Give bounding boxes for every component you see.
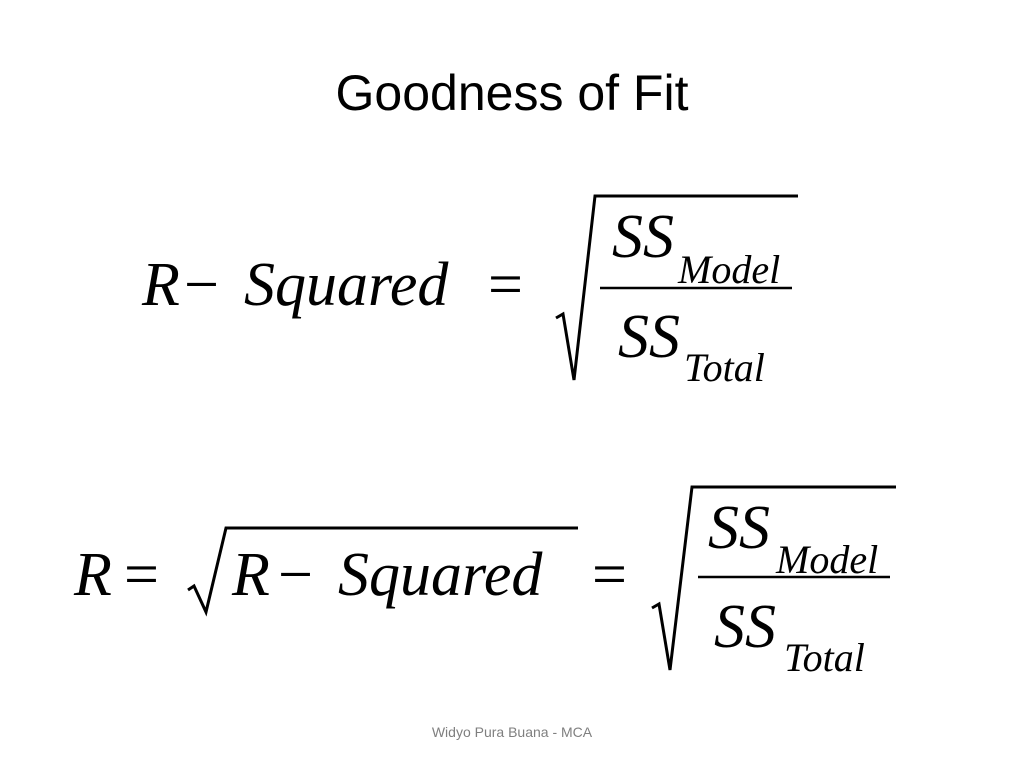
eq2-numerator-ss: SS bbox=[708, 494, 770, 562]
eq1-numerator-subscript: Model bbox=[678, 247, 781, 292]
eq1-squared: Squared bbox=[244, 251, 449, 319]
slide-title: Goodness of Fit bbox=[335, 65, 689, 121]
eq1-minus: − bbox=[184, 251, 219, 319]
eq1-equals: = bbox=[488, 251, 523, 319]
eq1-numerator-ss: SS bbox=[612, 203, 674, 271]
eq2-numerator-subscript: Model bbox=[776, 537, 879, 582]
eq1-denominator-ss: SS bbox=[618, 303, 680, 371]
eq1-lhs-r: R bbox=[142, 251, 180, 319]
eq2-inner-r: R bbox=[232, 541, 270, 609]
eq2-equals-1: = bbox=[124, 541, 159, 609]
eq2-denominator-ss: SS bbox=[714, 593, 776, 661]
slide-footer: Widyo Pura Buana - MCA bbox=[431, 724, 593, 740]
eq2-denominator-subscript: Total bbox=[784, 635, 865, 680]
eq2-equals-2: = bbox=[592, 541, 627, 609]
eq2-lhs-r: R bbox=[74, 541, 112, 609]
eq1-denominator-subscript: Total bbox=[684, 345, 765, 390]
eq2-minus: − bbox=[278, 541, 313, 609]
eq2-squared: Squared bbox=[338, 541, 543, 609]
